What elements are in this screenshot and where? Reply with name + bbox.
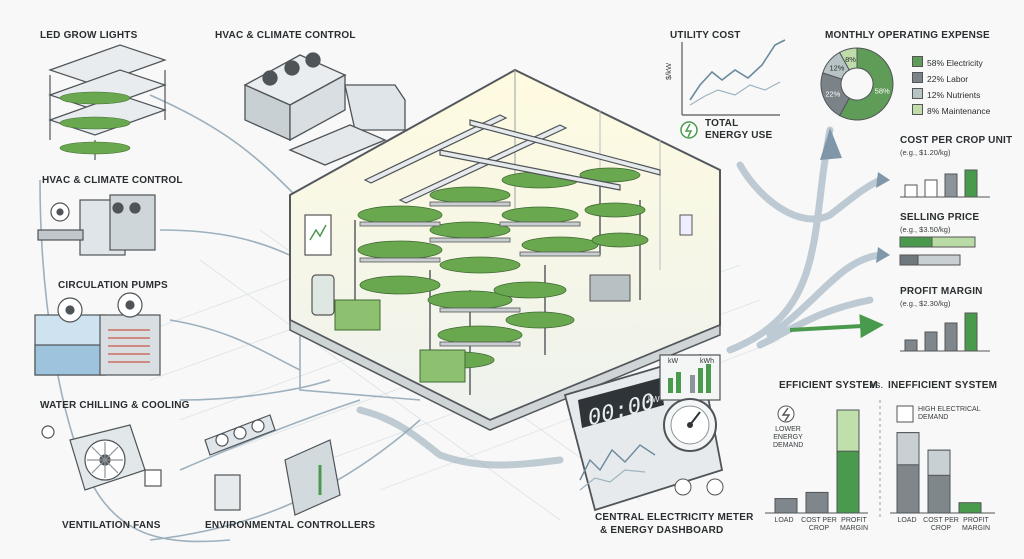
legend-swatch bbox=[912, 104, 923, 115]
comparison-bar-segment bbox=[836, 409, 860, 452]
cat-line: MARGIN bbox=[962, 525, 990, 532]
grow-racks bbox=[334, 114, 661, 395]
legend-swatch bbox=[912, 88, 923, 99]
cost-title: COST PER CROP UNIT bbox=[900, 135, 1013, 146]
note-line: ENERGY bbox=[773, 434, 803, 441]
legend-label: 12% Nutrients bbox=[927, 90, 981, 100]
led-grow-lights-label: LED GROW LIGHTS bbox=[40, 30, 138, 41]
hvac-left-label: HVAC & CLIMATE CONTROL bbox=[42, 175, 183, 186]
arrow-head-right bbox=[876, 172, 890, 188]
total-energy-line1: TOTAL bbox=[705, 118, 739, 129]
comparison-bar-segment bbox=[896, 432, 920, 466]
cat-line: PROFIT bbox=[963, 517, 989, 524]
meter-unit-kwh: kWh bbox=[700, 358, 714, 365]
meter-title-line2: & ENERGY DASHBOARD bbox=[600, 525, 724, 536]
profit-arrow bbox=[789, 314, 884, 339]
efficient-title: EFFICIENT SYSTEM bbox=[779, 380, 878, 391]
legend-label: 58% Electricity bbox=[927, 58, 983, 68]
total-energy-line2: ENERGY USE bbox=[705, 130, 773, 141]
utility-cost-title: UTILITY COST bbox=[670, 30, 741, 41]
hvac-top-illustration bbox=[243, 52, 406, 166]
cost-sub: (e.g., $1.20/kg) bbox=[900, 148, 951, 157]
meter-dashboard bbox=[563, 353, 724, 512]
arrow-head-right-2 bbox=[876, 247, 890, 263]
note-line: DEMAND bbox=[918, 414, 949, 421]
comparison-bars bbox=[774, 409, 982, 514]
arrow-head-up bbox=[820, 128, 842, 160]
note-line: HIGH ELECTRICAL bbox=[918, 406, 981, 413]
margin-sub: (e.g., $2.30/kg) bbox=[900, 299, 951, 308]
connection-lines bbox=[39, 94, 421, 543]
margin-chart bbox=[900, 312, 990, 352]
environmental-controllers-label: ENVIRONMENTAL CONTROLLERS bbox=[205, 520, 376, 531]
pie-slice bbox=[838, 47, 858, 71]
price-chart bbox=[899, 236, 976, 266]
circulation-pumps-label: CIRCULATION PUMPS bbox=[58, 280, 168, 291]
cat-line: CROP bbox=[808, 525, 830, 532]
chilling-label: WATER CHILLING & COOLING bbox=[40, 400, 190, 411]
hvac-left-illustration bbox=[37, 194, 156, 256]
note-line: DEMAND bbox=[773, 442, 804, 449]
pie-slice-label: 58% bbox=[875, 86, 890, 95]
cat-line: PROFIT bbox=[841, 517, 867, 524]
legend-label: 8% Maintenance bbox=[927, 106, 991, 116]
price-title: SELLING PRICE bbox=[900, 212, 980, 223]
meter-unit: kW bbox=[648, 395, 660, 404]
expense-title: MONTHLY OPERATING EXPENSE bbox=[825, 30, 990, 41]
legend-swatch bbox=[912, 56, 923, 67]
flow-arrows bbox=[356, 126, 884, 469]
margin-title: PROFIT MARGIN bbox=[900, 286, 983, 297]
legend-nutrients: 12% Nutrients bbox=[912, 88, 980, 100]
utility-chart bbox=[680, 39, 786, 139]
cmp-cat-load-1: LOAD bbox=[774, 517, 794, 524]
legend-electricity: 58% Electricity bbox=[912, 56, 983, 68]
utility-ylabel: $/kW bbox=[664, 62, 673, 80]
cat-line: CROP bbox=[930, 525, 952, 532]
note-line: LOWER bbox=[775, 426, 801, 433]
legend-swatch bbox=[912, 72, 923, 83]
inefficient-title: INEFFICIENT SYSTEM bbox=[888, 380, 998, 391]
price-sub: (e.g., $3.50/kg) bbox=[900, 225, 951, 234]
led-rack-illustration bbox=[48, 44, 167, 160]
legend-label: 22% Labor bbox=[927, 74, 969, 84]
pie-slice-label: 8% bbox=[845, 55, 856, 64]
cat-line: COST PER bbox=[801, 517, 837, 524]
pie-slice-label: 12% bbox=[829, 63, 844, 72]
controllers-illustration bbox=[204, 414, 341, 516]
pie-slice-label: 22% bbox=[825, 90, 840, 99]
hvac-top-label: HVAC & CLIMATE CONTROL bbox=[215, 30, 356, 41]
fan-illustration bbox=[41, 424, 162, 491]
pie-slice bbox=[838, 47, 894, 121]
expense-pie-chart: 58% 22% 12%8% bbox=[820, 47, 894, 121]
comparison-bar bbox=[774, 498, 798, 514]
meter-title-line1: CENTRAL ELECTRICITY METER bbox=[595, 512, 754, 523]
cost-chart bbox=[900, 169, 990, 198]
cat-line: MARGIN bbox=[840, 525, 868, 532]
comparison-bar-segment bbox=[927, 449, 951, 476]
comparison-bar bbox=[958, 502, 982, 514]
comparison-bar bbox=[805, 491, 829, 514]
chiller-illustration bbox=[34, 292, 161, 376]
meter-unit-kw: kW bbox=[668, 358, 679, 365]
ventilation-fans-label: VENTILATION FANS bbox=[62, 520, 161, 531]
legend-labor: 22% Labor bbox=[912, 72, 968, 84]
vs-label: vs. bbox=[870, 380, 884, 391]
cmp-cat-load-2: LOAD bbox=[897, 517, 917, 524]
cat-line: COST PER bbox=[923, 517, 959, 524]
legend-maintenance: 8% Maintenance bbox=[912, 104, 990, 116]
